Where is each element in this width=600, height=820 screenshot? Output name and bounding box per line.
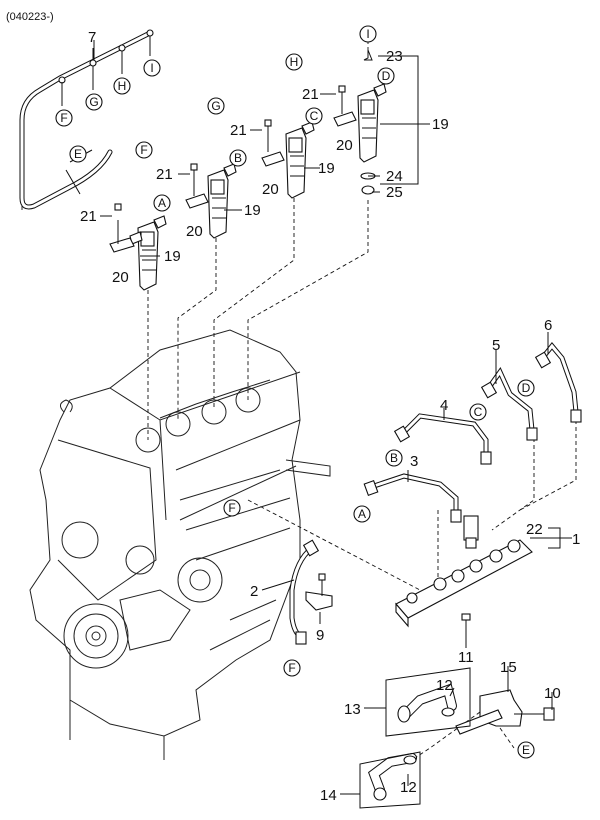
svg-text:C: C — [310, 109, 319, 123]
callout-d-injector: D — [377, 67, 395, 85]
part-number-22: 22 — [526, 521, 543, 538]
part-number-12-lower: 12 — [400, 779, 417, 796]
svg-text:I: I — [366, 27, 369, 41]
nozzle-holder-a — [109, 203, 135, 253]
part-number-11: 11 — [458, 649, 474, 666]
svg-text:H: H — [118, 79, 127, 93]
svg-text:A: A — [158, 196, 166, 210]
svg-text:F: F — [60, 111, 67, 125]
pipe-3 — [363, 473, 462, 523]
part-number-19-c: 19 — [318, 160, 335, 177]
part-number-19-b: 19 — [244, 202, 261, 219]
part-number-1: 1 — [572, 531, 580, 548]
part-number-21-c: 21 — [230, 122, 247, 139]
part-number-3: 3 — [410, 453, 418, 470]
injector-a — [129, 215, 167, 291]
part-number-9: 9 — [316, 627, 324, 644]
part-number-20-d: 20 — [336, 137, 353, 154]
fuel-fitting — [455, 689, 555, 735]
callout-i-injector: I — [359, 25, 377, 43]
svg-text:E: E — [522, 743, 530, 757]
part-number-2: 2 — [250, 583, 258, 600]
part-number-20-b: 20 — [186, 223, 203, 240]
part-number-6: 6 — [544, 317, 552, 334]
part-number-23: 23 — [386, 48, 403, 65]
part-number-21-a: 21 — [80, 208, 97, 225]
callout-f-hose: F — [55, 109, 73, 127]
part-number-14: 14 — [320, 787, 337, 804]
part-number-24: 24 — [386, 168, 403, 185]
svg-text:B: B — [234, 151, 242, 165]
part-number-19-a: 19 — [164, 248, 181, 265]
injector-c — [285, 121, 315, 199]
injector-b — [207, 163, 237, 239]
part-number-5: 5 — [492, 337, 500, 354]
callout-c-pipe: C — [469, 403, 487, 421]
hose-14 — [368, 753, 417, 801]
svg-text:C: C — [474, 405, 483, 419]
nozzle-holder-c — [261, 119, 285, 167]
callout-d-pipe: D — [517, 379, 535, 397]
svg-text:E: E — [74, 147, 82, 161]
svg-text:B: B — [390, 451, 398, 465]
part-number-21-d: 21 — [302, 86, 319, 103]
part-number-15: 15 — [500, 659, 517, 676]
nozzle-holder-b — [185, 163, 209, 209]
part-number-25: 25 — [386, 184, 403, 201]
part-number-19-d: 19 — [432, 116, 449, 133]
pipe-5 — [480, 367, 538, 441]
diagram-code: (040223-) — [6, 11, 54, 23]
engine-block — [29, 329, 331, 760]
bolt-11 — [461, 613, 471, 632]
part-number-4: 4 — [440, 397, 448, 414]
part-number-7: 7 — [88, 29, 96, 46]
callout-a-pipe: A — [353, 505, 371, 523]
svg-text:F: F — [288, 661, 295, 675]
part-number-13: 13 — [344, 701, 361, 718]
part-number-12-upper: 12 — [436, 677, 453, 694]
return-hose-assembly — [19, 29, 154, 210]
svg-text:H: H — [290, 55, 299, 69]
callout-f-pipe: F — [283, 659, 301, 677]
svg-text:F: F — [228, 501, 235, 515]
common-rail — [395, 515, 533, 628]
nozzle-holder-d — [333, 85, 357, 127]
callout-f-engine: F — [223, 499, 241, 517]
pipe-2 — [289, 539, 320, 645]
callout-h-injector: H — [285, 53, 303, 71]
svg-text:G: G — [89, 95, 98, 109]
callout-g-injector: G — [207, 97, 225, 115]
svg-text:A: A — [358, 507, 366, 521]
callout-b-injector: B — [229, 149, 247, 167]
svg-text:G: G — [211, 99, 220, 113]
svg-text:I: I — [150, 61, 153, 75]
svg-text:D: D — [522, 381, 531, 395]
svg-text:F: F — [140, 143, 147, 157]
callout-i-hose: I — [143, 59, 161, 77]
bracket — [305, 573, 333, 611]
part-number-10: 10 — [544, 685, 561, 702]
callout-f-injector: F — [135, 141, 153, 159]
svg-text:D: D — [382, 69, 391, 83]
hose-13 — [397, 683, 457, 723]
callout-g-hose: G — [85, 93, 103, 111]
pipe-6 — [534, 342, 582, 423]
part-number-20-c: 20 — [262, 181, 279, 198]
callout-h-hose: H — [113, 77, 131, 95]
part-number-21-b: 21 — [156, 166, 173, 183]
callout-c-injector: C — [305, 107, 323, 125]
callout-b-pipe: B — [385, 449, 403, 467]
callout-e-fitting: E — [517, 741, 535, 759]
callout-e-hose: E — [69, 145, 87, 163]
callout-a-injector: A — [153, 194, 171, 212]
part-number-20-a: 20 — [112, 269, 129, 286]
injector-d — [357, 49, 387, 195]
pipe-4 — [393, 413, 492, 465]
